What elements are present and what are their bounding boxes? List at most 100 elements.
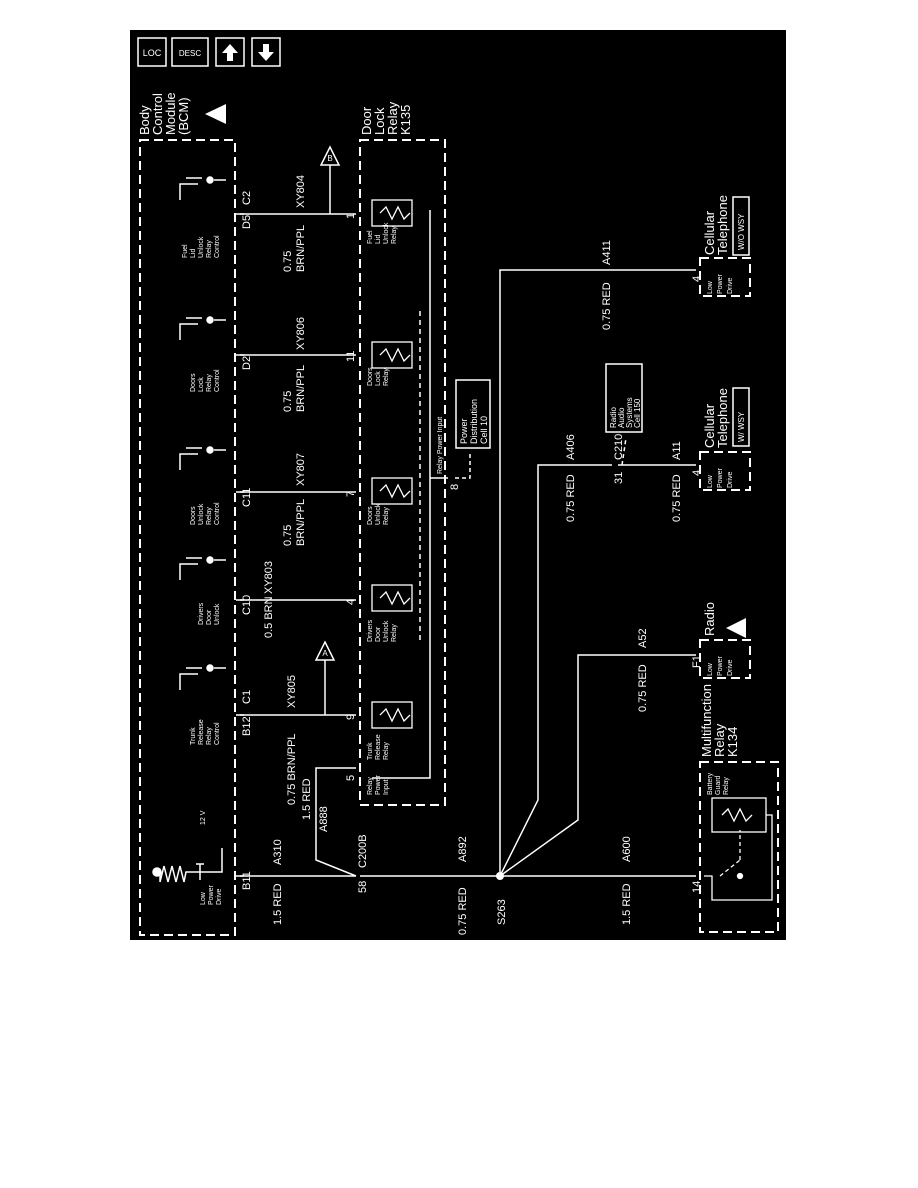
battery-guard-labels: Battery Guard Relay [707,772,730,795]
svg-text:Module: Module [163,92,178,135]
svg-text:Fuel: Fuel [367,230,374,244]
svg-text:8: 8 [449,484,461,490]
svg-text:31: 31 [613,472,625,484]
svg-text:A888: A888 [318,806,330,832]
svg-text:BRN/PPL: BRN/PPL [295,225,307,272]
svg-text:0.75 RED: 0.75 RED [565,474,577,522]
svg-text:Drivers: Drivers [367,619,374,642]
wire-a888 [315,767,357,877]
svg-text:Trunk: Trunk [190,727,197,745]
relay-drivers [371,584,413,612]
svg-text:Control: Control [214,502,221,525]
bcm-pin-ticks [236,213,244,877]
svg-text:Control: Control [150,93,165,135]
switch-doors-lock [179,316,226,340]
relay-internals [371,199,413,729]
svg-text:Telephone: Telephone [715,195,730,255]
svg-text:0.75 RED: 0.75 RED [671,474,683,522]
svg-text:Distribution: Distribution [469,399,479,444]
svg-text:F1: F1 [691,655,703,668]
loc-button[interactable]: LOC [137,37,167,67]
svg-text:C2: C2 [241,191,253,205]
svg-text:C200B: C200B [357,834,369,868]
relay-trunk [371,701,413,729]
up-arrow-icon [222,44,238,61]
svg-text:Power: Power [717,273,724,294]
multifunction-relay-box [699,761,779,933]
svg-text:W/O WSY: W/O WSY [737,213,746,250]
svg-text:Relay: Relay [383,742,390,760]
svg-text:Low: Low [707,280,714,294]
svg-text:Drive: Drive [727,278,734,294]
loc-label: LOC [143,48,162,58]
svg-text:Lock: Lock [198,377,205,392]
svg-text:0.75 RED: 0.75 RED [601,282,613,330]
switch-trunk [179,664,226,690]
svg-text:14: 14 [691,881,703,893]
wire-labels: 1.5 RED A310 0.75 BRN/PPL XY805 1.5 RED … [263,175,683,935]
cell-a411-pins-box [699,257,751,297]
bcm-internals [152,176,226,883]
svg-text:1.5 RED: 1.5 RED [272,883,284,925]
svg-text:Door: Door [359,106,374,135]
svg-text:Unlock: Unlock [375,503,382,525]
w-wsy-badge [732,387,750,447]
svg-text:C11: C11 [241,488,253,507]
relay-internal-labels: Relay Power Input Trunk Release Relay Dr… [367,222,444,795]
radio-audio-ref: Radio Audio Systems Cell 150 [605,363,643,433]
svg-text:Relay: Relay [206,240,213,258]
svg-text:Lock: Lock [375,371,382,386]
svg-text:Doors: Doors [367,367,374,386]
svg-text:0.75: 0.75 [282,391,294,412]
svg-text:Body: Body [137,105,152,135]
svg-text:K135: K135 [398,105,413,135]
switch-drivers [179,556,226,580]
down-button[interactable] [251,37,281,67]
svg-text:Systems: Systems [625,397,634,428]
svg-text:Battery: Battery [707,772,714,795]
svg-text:Lid: Lid [375,235,382,244]
svg-text:A: A [322,649,328,658]
svg-text:C1: C1 [241,690,253,704]
svg-text:Relay: Relay [367,777,374,795]
svg-text:D2: D2 [241,356,253,370]
svg-text:Input: Input [383,779,390,795]
svg-text:1.5 RED: 1.5 RED [621,883,633,925]
svg-text:Power: Power [375,774,382,795]
svg-text:Drive: Drive [727,660,734,676]
door-lock-relay-title: Door Lock Relay K135 [359,101,413,135]
svg-text:Low: Low [200,891,207,905]
desc-button[interactable]: DESC [171,37,209,67]
wire-a406 [499,464,612,877]
svg-text:Doors: Doors [190,373,197,392]
svg-text:Relay: Relay [206,374,213,392]
up-button[interactable] [215,37,245,67]
cell-a11-title: Cellular Telephone W/ WSY [702,387,750,448]
svg-text:Relay: Relay [206,507,213,525]
svg-text:Radio: Radio [609,407,618,428]
svg-text:Drive: Drive [216,889,223,905]
svg-text:Power: Power [717,467,724,488]
svg-text:0.5 BRN: 0.5 BRN [263,596,275,638]
relay-power-bus [372,210,448,779]
svg-text:9: 9 [345,714,357,720]
svg-text:Cell 10: Cell 10 [479,416,489,444]
svg-text:A310: A310 [272,839,284,865]
svg-text:Relay Power Input: Relay Power Input [437,417,444,474]
svg-text:Unlock: Unlock [198,236,205,258]
svg-text:Unlock: Unlock [383,222,390,244]
svg-text:Guard: Guard [715,775,722,795]
battery-guard-relay [704,797,773,901]
svg-text:XY804: XY804 [295,175,307,208]
svg-text:Door: Door [206,609,213,625]
svg-text:Drivers: Drivers [198,602,205,625]
svg-text:58: 58 [357,881,369,893]
svg-text:Power: Power [208,884,215,905]
svg-text:W/ WSY: W/ WSY [737,411,746,442]
svg-text:1: 1 [345,213,357,219]
relay-fuel [371,199,413,227]
svg-text:A11: A11 [671,441,683,460]
svg-text:0.75: 0.75 [282,251,294,272]
svg-text:5: 5 [345,775,357,781]
svg-text:Control: Control [214,722,221,745]
